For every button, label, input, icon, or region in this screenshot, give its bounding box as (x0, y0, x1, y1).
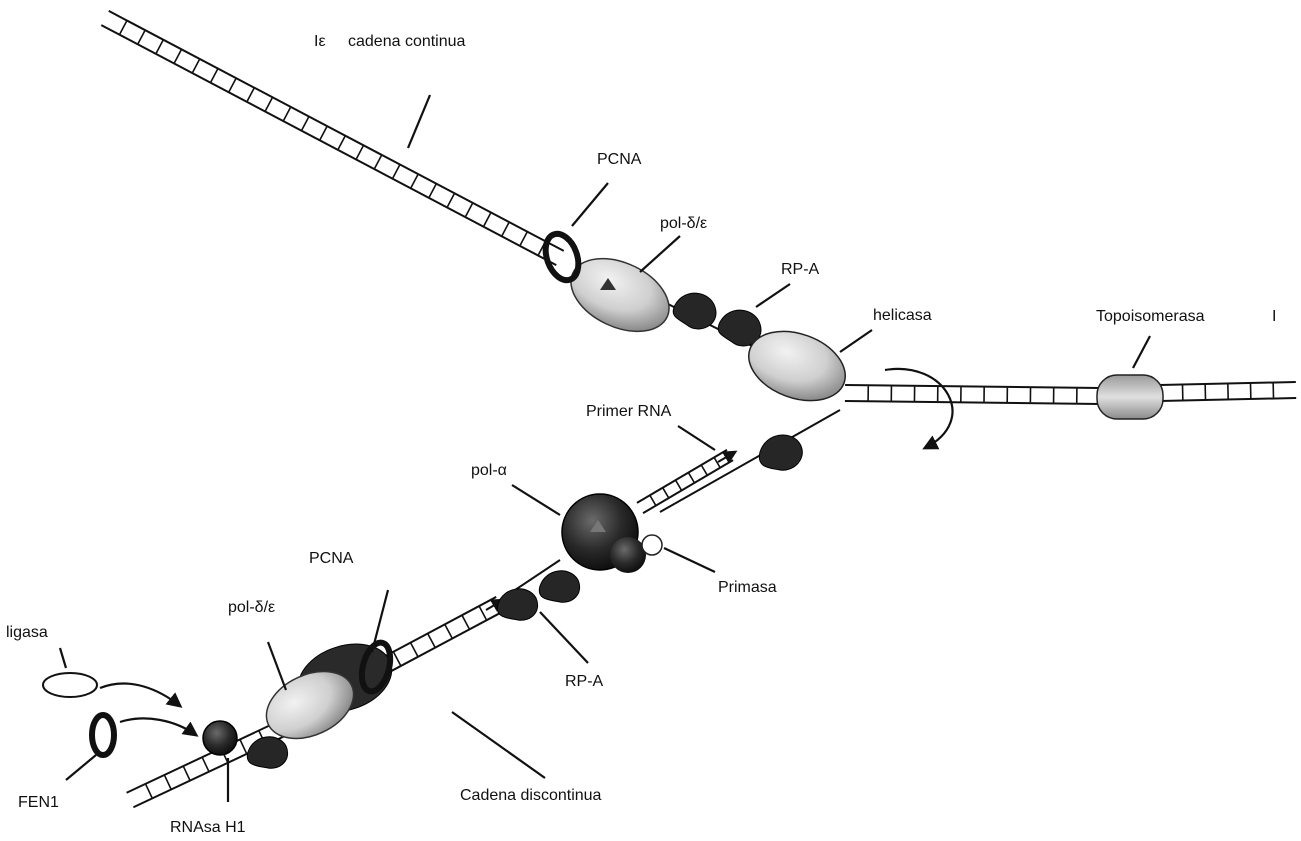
leading-strand-duplex (101, 11, 563, 265)
pol-alpha-protein (562, 494, 646, 573)
fen1-free-protein (92, 715, 114, 755)
label-rpa-top: RP-A (781, 261, 820, 278)
primase-protein (642, 535, 662, 555)
label-ie: Iε (314, 33, 326, 50)
label-helicasa: helicasa (873, 307, 932, 324)
lagging-rpa-near-fork (759, 435, 802, 470)
primer-rna-duplex (637, 450, 733, 513)
label-cadena-discontinua: Cadena discontinua (460, 787, 602, 804)
label-pcna-bottom: PCNA (309, 550, 354, 567)
label-fen1: FEN1 (18, 794, 59, 811)
lagging-rpa-proteins (497, 571, 579, 620)
label-rnasa-h1: RNAsa H1 (170, 819, 246, 836)
parental-duplex-left (845, 385, 1100, 404)
diagram-labels: Iε cadena continua PCNA pol-δ/ε RP-A hel… (6, 33, 1276, 836)
label-primer-rna: Primer RNA (586, 403, 672, 420)
label-topoisomerasa: Topoisomerasa (1096, 308, 1205, 325)
label-pol-alpha: pol-α (471, 462, 507, 479)
parental-duplex-right (1160, 382, 1296, 401)
lagging-pol-delta-epsilon-protein (247, 633, 400, 769)
rnase-h1-protein (203, 721, 237, 755)
leading-pcna-ring (540, 229, 585, 284)
rotation-arrow (885, 369, 952, 448)
fen1-arrow (120, 718, 196, 735)
ligase-arrow (100, 683, 180, 706)
label-ligasa: ligasa (6, 624, 48, 641)
lagging-template-ssdna (660, 410, 840, 512)
label-rpa-bottom: RP-A (565, 673, 604, 690)
label-cadena-continua: cadena continua (348, 33, 466, 50)
label-primasa: Primasa (718, 579, 777, 596)
leader-lines (60, 95, 1150, 802)
label-topo-roman: I (1272, 308, 1276, 325)
okazaki-fragment-duplex (376, 597, 504, 675)
ligase-free-protein (43, 673, 97, 697)
topoisomerase-protein (1097, 375, 1163, 419)
label-pol-delta-bottom: pol-δ/ε (228, 599, 275, 616)
label-pcna-top: PCNA (597, 151, 642, 168)
label-pol-delta-top: pol-δ/ε (660, 215, 707, 232)
leading-rpa-proteins (673, 293, 761, 346)
